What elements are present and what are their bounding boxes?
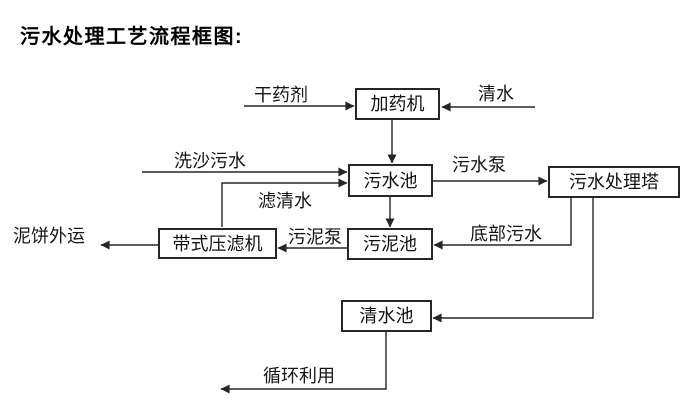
node-treatment-tower: 污水处理塔 <box>548 166 680 198</box>
label-sewage-pump: 污水泵 <box>452 155 506 175</box>
label-mud-cake-out: 泥饼外运 <box>13 226 85 246</box>
node-belt-filter-press: 带式压滤机 <box>158 228 277 259</box>
arrow-clear-pool-to-recycle <box>220 332 387 394</box>
arrow-tower-to-clear-pool <box>432 198 594 323</box>
label-wash-sand-sewage: 洗沙污水 <box>174 151 246 171</box>
arrow-filtered-water-to-sewage-pool <box>221 178 348 227</box>
label-sludge-pump: 污泥泵 <box>288 227 342 247</box>
label-filtered-water: 滤清水 <box>258 191 312 211</box>
label-recycle-use: 循环利用 <box>263 366 335 386</box>
node-sewage-pool: 污水池 <box>348 164 433 197</box>
node-clear-water-pool: 清水池 <box>341 300 432 332</box>
label-bottom-sewage: 底部污水 <box>470 224 542 244</box>
label-dry-agent: 干药剂 <box>254 85 308 105</box>
arrow-tower-to-sludge-pool <box>433 198 572 250</box>
node-dosing-machine: 加药机 <box>355 88 440 120</box>
page-title: 污水处理工艺流程框图: <box>20 26 244 48</box>
node-sludge-pool: 污泥池 <box>347 228 433 260</box>
label-clear-water: 清水 <box>478 84 514 104</box>
